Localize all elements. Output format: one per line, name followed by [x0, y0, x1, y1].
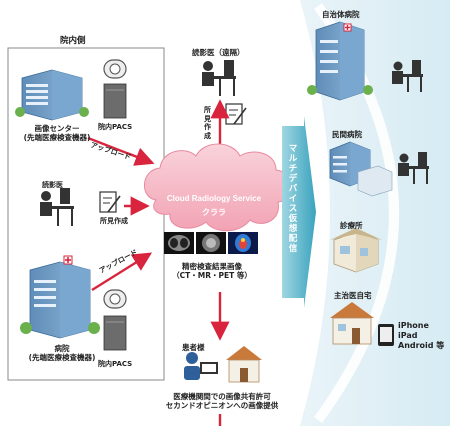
imaging-center-name: 画像センター [34, 124, 80, 133]
home-building-icon [330, 302, 374, 345]
clinic-label: 診療所 [340, 221, 363, 230]
patient-icon [184, 352, 218, 380]
upload-arrow-bottom [91, 252, 153, 292]
patient-house-icon [226, 346, 262, 383]
bottom-note-line2: セカンドオピニオンへの画像提供 [165, 401, 279, 410]
results-label: 精密検査結果画像 （CT・MR・PET 等） [160, 262, 264, 280]
cloud-service-name: Cloud Radiology Service [166, 194, 262, 203]
mr-scan-image [196, 232, 226, 254]
report-label-vertical: 所見作成 [204, 106, 211, 140]
tablet-device-icon [378, 324, 394, 346]
device-iphone: iPhone [398, 321, 429, 330]
reader-label: 読影医 [42, 181, 63, 189]
pet-scan-image [228, 232, 258, 254]
hospital-building-icon [20, 255, 100, 339]
municipal-hospital-building-icon [307, 21, 373, 101]
device-ipad: iPad [398, 331, 418, 340]
pacs-server-bottom-icon [103, 289, 127, 351]
private-hospital-building-icon [329, 141, 393, 197]
pacs-server-top-icon [103, 59, 127, 119]
results-title: 精密検査結果画像 [182, 262, 242, 271]
multi-device-arrow [282, 116, 316, 308]
home-label: 主治医自宅 [334, 291, 372, 300]
remote-reader-doctor-icon [202, 60, 236, 96]
imaging-center-building-icon [15, 69, 89, 121]
ct-scan-image [164, 232, 194, 254]
private-doctor-icon [398, 152, 429, 184]
imaging-center-label: 画像センター (先端医療検査機器) [22, 124, 92, 142]
reader-doctor-icon [40, 188, 74, 226]
hospital-note: (先端医療検査機器) [28, 353, 96, 362]
multi-device-label: マルチデバイス仮想配信 [288, 144, 298, 254]
imaging-center-note: (先端医療検査機器) [23, 133, 91, 142]
hospital-name: 病院 [54, 344, 70, 353]
municipal-doctor-icon [392, 60, 423, 92]
private-hospital-label: 民間病院 [332, 130, 362, 139]
bottom-note: 医療機関間での画像共有許可 セカンドオピニオンへの画像提供 [160, 392, 284, 410]
hospital-label: 病院 (先端医療検査機器) [22, 344, 102, 362]
bottom-note-line1: 医療機関間での画像共有許可 [173, 392, 271, 401]
upload-arrow-top [87, 136, 155, 166]
results-modalities: （CT・MR・PET 等） [172, 271, 252, 280]
remote-reader-label: 読影医（遠隔） [192, 48, 245, 57]
inside-hospital-title: 院内側 [60, 36, 86, 46]
pacs-label-bottom: 院内PACS [98, 360, 133, 368]
device-android: Android 等 [398, 341, 445, 350]
report-note-icon-top [225, 103, 247, 125]
municipal-hospital-label: 自治体病院 [322, 10, 360, 19]
patient-label: 患者様 [182, 343, 205, 352]
report-note-icon-left [99, 191, 121, 213]
clinic-building-icon [330, 228, 382, 273]
report-label-left: 所見作成 [100, 217, 128, 225]
pacs-label-top: 院内PACS [98, 123, 133, 131]
device-list: iPhone iPad Android 等 [398, 321, 444, 351]
cloud-product-name: クララ [202, 208, 226, 217]
